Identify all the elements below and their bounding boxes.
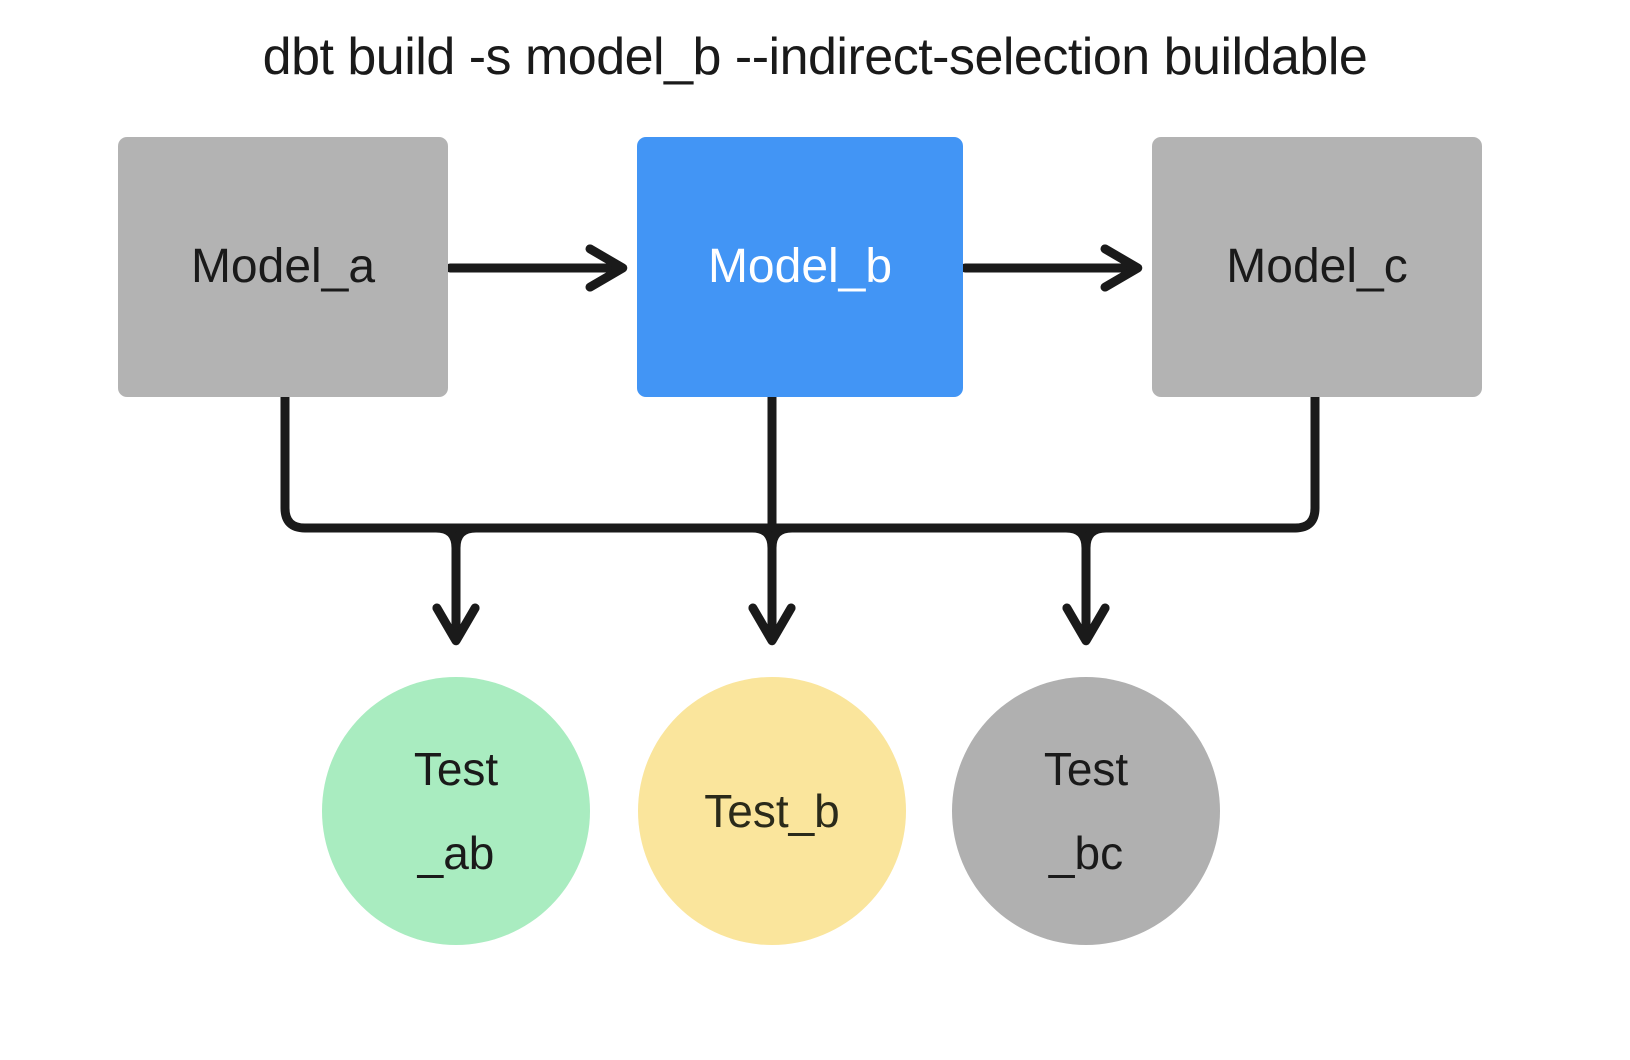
- node-model-a-label: Model_a: [190, 240, 376, 293]
- node-test-ab-label-line2: _ab: [417, 827, 495, 879]
- node-model-c-label: Model_c: [1226, 240, 1408, 293]
- node-model-a[interactable]: Model_a: [118, 137, 448, 397]
- node-model-b[interactable]: Model_b: [637, 137, 963, 397]
- junction-model-b-right: [767, 523, 797, 553]
- node-test-b-label-line1: Test_b: [704, 785, 840, 837]
- node-test-ab[interactable]: Test _ab: [322, 677, 590, 945]
- node-test-ab-label-line1: Test: [413, 743, 499, 795]
- node-test-bc-label-line1: Test: [1043, 743, 1129, 795]
- node-model-c[interactable]: Model_c: [1152, 137, 1482, 397]
- node-test-bc-label-line2: _bc: [1048, 827, 1124, 879]
- node-test-bc[interactable]: Test _bc: [952, 677, 1220, 945]
- diagram-title: dbt build -s model_b --indirect-selectio…: [262, 28, 1368, 86]
- junction-test-bc-right: [1081, 523, 1111, 553]
- node-test-b[interactable]: Test_b: [638, 677, 906, 945]
- junction-test-ab-right: [451, 523, 481, 553]
- edge-model-a-to-bus: [280, 392, 1300, 533]
- edge-model-c-to-bus: [1290, 392, 1320, 533]
- node-model-b-label: Model_b: [707, 240, 893, 293]
